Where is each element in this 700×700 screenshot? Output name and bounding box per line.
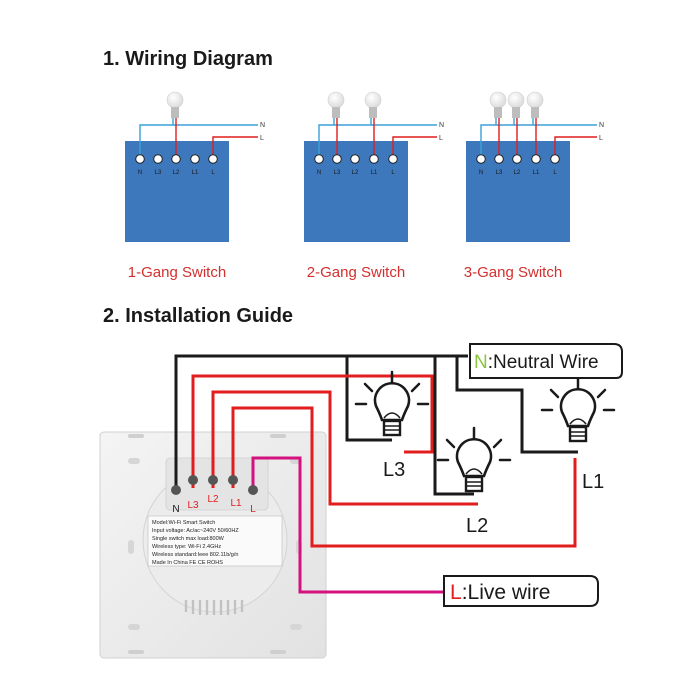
bulb-icon — [507, 91, 525, 118]
svg-text:L2: L2 — [466, 515, 488, 537]
svg-text:N:Neutral Wire: N:Neutral Wire — [474, 352, 599, 373]
terminal-row-1: N L3 L2 L1 L — [135, 154, 218, 176]
neutral-wire-1 — [139, 124, 258, 158]
svg-text:L3: L3 — [155, 170, 162, 176]
bulb-icon — [489, 91, 507, 118]
lamp-l1: L1 — [540, 376, 616, 493]
svg-text:Made In China FE CE ROHS: Made In China FE CE ROHS — [152, 560, 223, 566]
svg-text:L2: L2 — [207, 494, 219, 505]
neutral-wire-label-1: N — [260, 122, 265, 129]
svg-text:Wireless type: Wi-Fi 2.4GHz: Wireless type: Wi-Fi 2.4GHz — [152, 544, 221, 550]
bulb-icon — [526, 91, 544, 118]
svg-text:L3: L3 — [187, 500, 199, 511]
svg-text:L3: L3 — [496, 170, 503, 176]
bulb-icon — [373, 382, 411, 422]
live-wire-label-3: L — [599, 135, 603, 142]
rays-icon — [354, 370, 430, 406]
live-wire-label-1: L — [260, 135, 264, 142]
svg-text:L1: L1 — [230, 498, 242, 509]
installation-guide-title: 2. Installation Guide — [103, 305, 294, 327]
live-wire-label-2: L — [439, 135, 443, 142]
caption-3-gang: 3-Gang Switch — [463, 264, 563, 281]
live-wire-2 — [392, 136, 437, 158]
bulb-icon — [327, 91, 345, 118]
bulb-icon — [455, 438, 493, 478]
neutral-wire-label: N:Neutral Wire — [469, 343, 623, 379]
neutral-wire-label-3: N — [599, 122, 604, 129]
caption-2-gang: 2-Gang Switch — [306, 264, 406, 281]
switch-plate: Model:Wi-Fi Smart Switch Input voltage: … — [99, 431, 327, 659]
svg-text:L3: L3 — [334, 170, 341, 176]
live-wire-3 — [554, 136, 597, 158]
svg-text:L1: L1 — [533, 170, 540, 176]
svg-text:L2: L2 — [514, 170, 521, 176]
svg-text:N: N — [479, 170, 483, 176]
live-wire-label: L:Live wire — [443, 575, 599, 607]
load-wiring — [191, 374, 577, 548]
wiring-diagram-title: 1. Wiring Diagram — [103, 48, 273, 70]
spec-label — [147, 515, 283, 567]
svg-text:N: N — [172, 504, 179, 515]
live-wire-1 — [212, 136, 258, 158]
plate-terminals: N L3 L2 L1 L — [171, 475, 258, 515]
neutral-wire-3 — [480, 124, 597, 158]
lamp-l2: L2 — [436, 426, 512, 537]
svg-text:Single switch max load:800W: Single switch max load:800W — [152, 536, 225, 542]
svg-text:Input voltage: Ac/ac~240V 50/6: Input voltage: Ac/ac~240V 50/60HZ — [152, 528, 239, 534]
svg-text:L2: L2 — [352, 170, 359, 176]
bulb-icon — [559, 388, 597, 428]
svg-text:L2: L2 — [173, 170, 180, 176]
svg-text:L: L — [250, 504, 256, 515]
terminal-row-2: N L3 L2 L1 L — [314, 154, 398, 176]
svg-text:Model:Wi-Fi Smart Switch: Model:Wi-Fi Smart Switch — [152, 520, 215, 526]
svg-text:L3: L3 — [383, 459, 405, 481]
caption-1-gang: 1-Gang Switch — [127, 264, 227, 281]
bulb-icon — [364, 91, 382, 118]
terminal-row-3: N L3 L2 L1 L — [476, 154, 560, 176]
svg-text:Wireless standard:Ieee 802.11b: Wireless standard:Ieee 802.11b/g/n — [152, 552, 238, 558]
switch-2-gang: N L N L3 L2 L1 L — [304, 91, 444, 242]
bulb-icon — [166, 91, 184, 118]
neutral-wiring — [174, 354, 578, 496]
svg-text:L1: L1 — [582, 471, 604, 493]
svg-text:L1: L1 — [371, 170, 378, 176]
lamp-l3: L3 — [354, 370, 430, 481]
neutral-wire-2 — [318, 124, 437, 158]
live-input-wire — [251, 456, 443, 594]
svg-text:N: N — [138, 170, 142, 176]
svg-text:L:Live wire: L:Live wire — [450, 581, 550, 604]
svg-text:L1: L1 — [192, 170, 199, 176]
neutral-wire-label-2: N — [439, 122, 444, 129]
svg-text:L: L — [553, 170, 557, 176]
svg-text:N: N — [317, 170, 321, 176]
switch-1-gang: N L N L3 L2 L1 L — [125, 91, 265, 242]
svg-text:L: L — [211, 170, 215, 176]
svg-text:L: L — [391, 170, 395, 176]
switch-3-gang: N L N L3 L2 L1 L — [466, 91, 604, 242]
rays-icon — [540, 376, 616, 412]
rays-icon — [436, 426, 512, 462]
